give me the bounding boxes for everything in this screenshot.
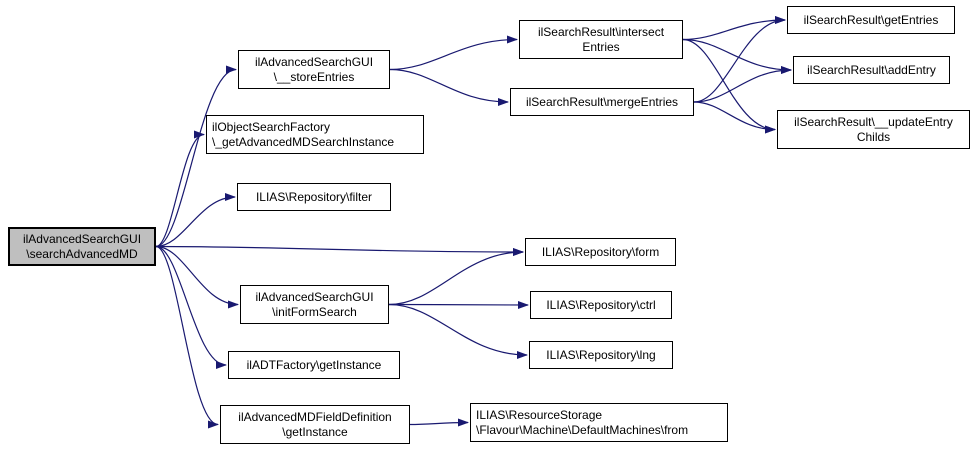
node-label-line: ilSearchResult\getEntries xyxy=(803,12,939,27)
node-storeEntries[interactable]: ilAdvancedSearchGUI\__storeEntries xyxy=(238,50,390,89)
node-initFormSearch[interactable]: ilAdvancedSearchGUI\initFormSearch xyxy=(240,285,389,324)
node-label-line: ilADTFactory\getInstance xyxy=(246,357,382,372)
node-label-line: ilAdvancedSearchGUI xyxy=(22,231,142,246)
node-label-line: \searchAdvancedMD xyxy=(26,246,138,261)
edge-mergeEntries-to-addEntry xyxy=(693,66,792,103)
node-label-line: \Flavour\Machine\DefaultMachines\from xyxy=(476,422,689,437)
edge-initFormSearch-to-lng xyxy=(388,303,528,359)
node-label-line: ilSearchResult\mergeEntries xyxy=(525,94,679,109)
node-label-line: \getInstance xyxy=(282,424,348,439)
node-label-line: ILIAS\Repository\ctrl xyxy=(546,297,656,312)
node-searchAdvancedMD: ilAdvancedSearchGUI\searchAdvancedMD xyxy=(8,227,156,266)
node-label-line: ilSearchResult\intersect xyxy=(537,24,665,39)
node-ctrl[interactable]: ILIAS\Repository\ctrl xyxy=(530,291,672,319)
node-label-line: ilSearchResult\__updateEntry xyxy=(794,114,953,129)
node-label-line: \__storeEntries xyxy=(273,69,355,84)
edge-searchAdvancedMD-to-storeEntries xyxy=(155,65,237,248)
edge-storeEntries-to-intersectEntries xyxy=(389,35,518,71)
edge-mergeEntries-to-updateEntryChilds xyxy=(693,101,776,134)
node-label-line: ILIAS\Repository\filter xyxy=(255,189,373,204)
edge-searchAdvancedMD-to-adtGetInstance xyxy=(155,245,227,369)
node-label-line: Childs xyxy=(856,129,891,144)
node-label-line: ILIAS\Repository\lng xyxy=(546,347,656,362)
node-label-line: \initFormSearch xyxy=(272,304,357,319)
node-adtGetInstance[interactable]: ilADTFactory\getInstance xyxy=(228,351,400,379)
edge-mergeEntries-to-getEntries xyxy=(693,16,786,103)
edge-storeEntries-to-mergeEntries xyxy=(389,68,509,106)
node-getAdvancedMDSearchInstance[interactable]: ilObjectSearchFactory\_getAdvancedMDSear… xyxy=(206,115,424,154)
edge-searchAdvancedMD-to-filter xyxy=(155,193,236,248)
edge-intersectEntries-to-getEntries xyxy=(682,16,786,41)
node-label-line: ilObjectSearchFactory xyxy=(212,119,331,134)
edge-intersectEntries-to-addEntry xyxy=(682,38,792,74)
node-label-line: ilAdvancedSearchGUI xyxy=(254,54,374,69)
node-label-line: ILIAS\Repository\form xyxy=(541,244,660,259)
node-mdFieldGetInstance[interactable]: ilAdvancedMDFieldDefinition\getInstance xyxy=(220,405,410,444)
node-mergeEntries[interactable]: ilSearchResult\mergeEntries xyxy=(510,88,694,116)
node-filter[interactable]: ILIAS\Repository\filter xyxy=(237,183,391,211)
node-label-line: \_getAdvancedMDSearchInstance xyxy=(212,134,395,149)
edge-searchAdvancedMD-to-initFormSearch xyxy=(155,245,239,309)
edge-mdFieldGetInstance-to-defaultMachinesFrom xyxy=(409,418,469,427)
node-addEntry[interactable]: ilSearchResult\addEntry xyxy=(793,56,950,84)
node-lng[interactable]: ILIAS\Repository\lng xyxy=(529,341,673,369)
edge-searchAdvancedMD-to-getAdvancedMDSearchInstance xyxy=(155,130,205,248)
edge-searchAdvancedMD-to-mdFieldGetInstance xyxy=(155,245,219,429)
node-getEntries[interactable]: ilSearchResult\getEntries xyxy=(787,6,955,34)
edge-searchAdvancedMD-to-form xyxy=(155,245,524,256)
node-form[interactable]: ILIAS\Repository\form xyxy=(525,238,676,266)
node-defaultMachinesFrom[interactable]: ILIAS\ResourceStorage\Flavour\Machine\De… xyxy=(470,403,728,442)
edge-initFormSearch-to-form xyxy=(388,248,524,306)
node-label-line: Entries xyxy=(582,39,620,54)
node-label-line: ILIAS\ResourceStorage xyxy=(476,407,603,422)
node-label-line: ilAdvancedSearchGUI xyxy=(255,289,374,304)
edge-initFormSearch-to-ctrl xyxy=(388,300,529,309)
node-label-line: ilAdvancedMDFieldDefinition xyxy=(238,409,392,424)
edge-intersectEntries-to-updateEntryChilds xyxy=(682,38,776,134)
node-label-line: ilSearchResult\addEntry xyxy=(807,62,936,77)
